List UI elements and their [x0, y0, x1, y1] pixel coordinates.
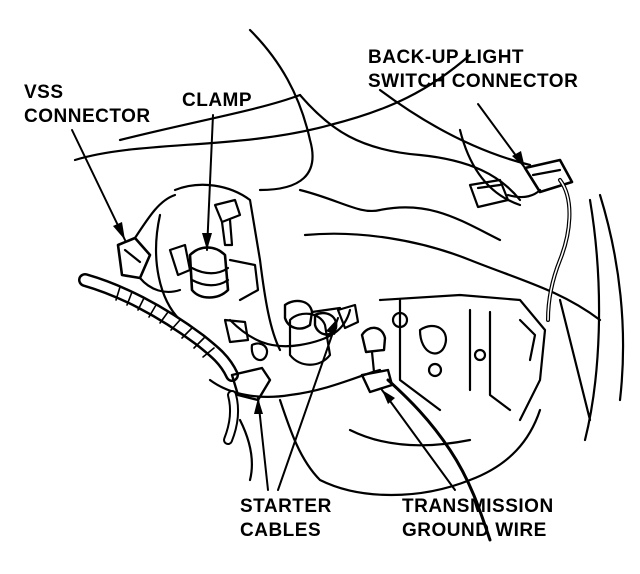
label-starter-line2: CABLES: [240, 520, 322, 541]
vss-connector: [116, 193, 182, 294]
wire-harness-hose: [78, 273, 240, 445]
label-backup-light-line1: BACK-UP LIGHT: [368, 47, 525, 68]
label-vss-connector: VSS CONNECTOR: [24, 81, 151, 129]
leader-clamp: [206, 114, 214, 251]
ground-wire: [360, 326, 492, 542]
transmission-case: [154, 183, 547, 497]
label-starter-line1: STARTER: [240, 496, 332, 517]
label-ground-line2: GROUND WIRE: [402, 520, 547, 541]
leader-lines: [71, 103, 526, 491]
label-clamp: CLAMP: [182, 89, 252, 113]
label-clamp-line1: CLAMP: [182, 90, 253, 111]
leader-starter-2: [277, 317, 339, 491]
label-backup-light-switch-connector: BACK-UP LIGHT SWITCH CONNECTOR: [368, 46, 578, 94]
label-vss-line1: VSS: [24, 82, 64, 103]
label-ground-line1: TRANSMISSION: [402, 496, 554, 517]
clamp-assembly: [168, 198, 260, 344]
leader-vss: [71, 129, 126, 241]
label-backup-light-line2: SWITCH CONNECTOR: [368, 71, 579, 92]
backup-light-switch-connector: [468, 158, 574, 322]
starter-boot: [230, 342, 272, 402]
leader-ground: [381, 389, 456, 491]
label-transmission-ground-wire: TRANSMISSION GROUND WIRE: [402, 495, 554, 543]
arrowheads: [113, 151, 525, 414]
label-vss-line2: CONNECTOR: [24, 106, 151, 127]
engine-outline: [73, 28, 625, 442]
label-starter-cables: STARTER CABLES: [240, 495, 332, 543]
